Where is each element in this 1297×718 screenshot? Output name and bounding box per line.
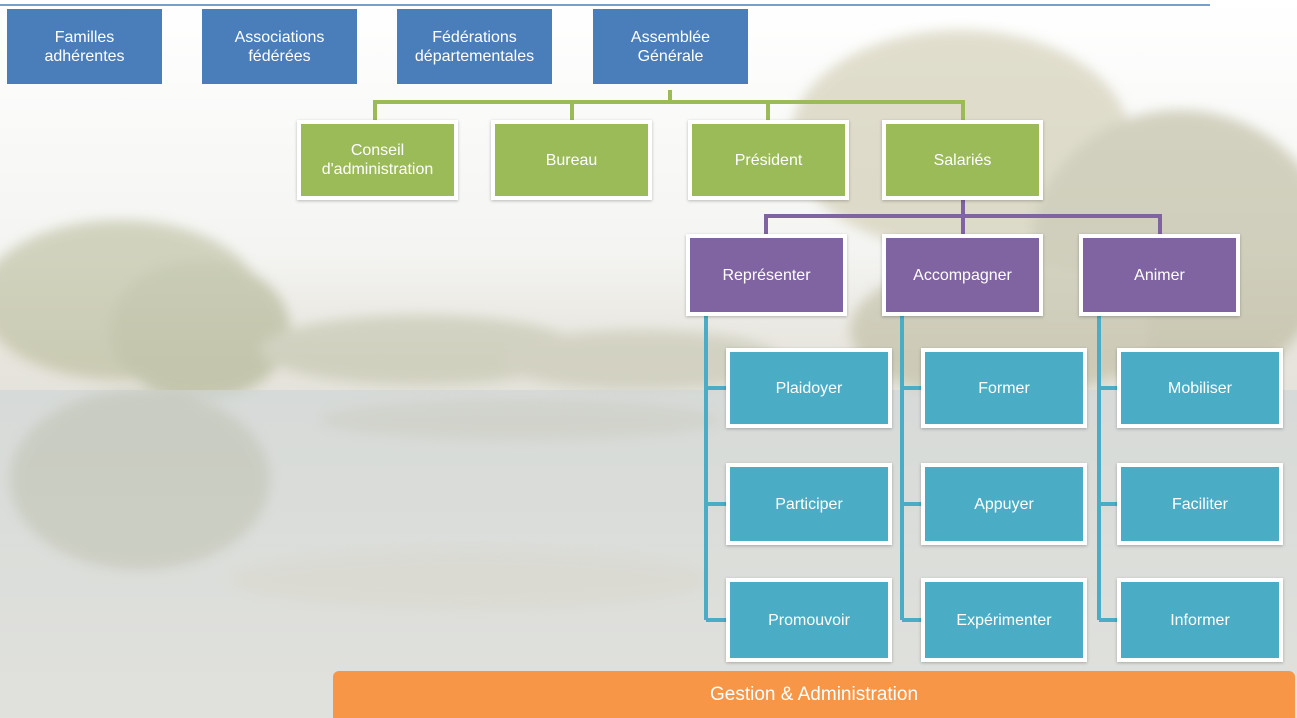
node-faciliter: Faciliter [1117, 463, 1283, 545]
node-informer: Informer [1117, 578, 1283, 662]
node-plaidoyer: Plaidoyer [726, 348, 892, 428]
node-representer: Représenter [686, 234, 847, 316]
node-conseil-administration: Conseil d'administration [297, 120, 458, 200]
node-bureau: Bureau [491, 120, 652, 200]
node-associations-federees: Associations fédérées [202, 9, 357, 84]
node-experimenter: Expérimenter [921, 578, 1087, 662]
node-appuyer: Appuyer [921, 463, 1087, 545]
node-participer: Participer [726, 463, 892, 545]
node-familles-adherentes: Familles adhérentes [7, 9, 162, 84]
node-salaries: Salariés [882, 120, 1043, 200]
node-animer: Animer [1079, 234, 1240, 316]
node-federations-departementales: Fédérations départementales [397, 9, 552, 84]
node-president: Président [688, 120, 849, 200]
node-accompagner: Accompagner [882, 234, 1043, 316]
gestion-administration-bar: Gestion & Administration [333, 671, 1295, 718]
node-assemblee-generale: Assemblée Générale [593, 9, 748, 84]
node-mobiliser: Mobiliser [1117, 348, 1283, 428]
node-promouvoir: Promouvoir [726, 578, 892, 662]
node-former: Former [921, 348, 1087, 428]
